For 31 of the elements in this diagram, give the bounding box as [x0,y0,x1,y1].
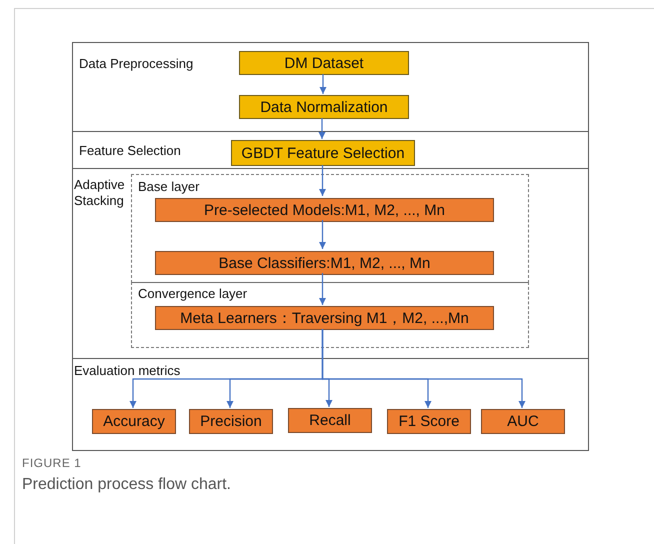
stage-heading: Feature Selection [79,143,181,159]
arrow [318,118,326,139]
arrow [319,74,327,94]
stage-heading: Evaluation metrics [74,363,180,379]
stage-panel [72,358,589,451]
layer-section [131,282,529,348]
process-box: F1 Score [387,409,471,434]
arrow [318,165,326,196]
figure-label: FIGURE 1 [22,456,82,470]
process-box: DM Dataset [239,51,409,75]
stage-heading: Data Preprocessing [79,56,194,72]
figure-caption: Prediction process flow chart. [22,476,231,494]
stage-heading: Adaptive Stacking [74,177,126,209]
process-box: Recall [288,408,372,433]
process-box: Meta Learners：Traversing M1，M2, ...,Mn [155,306,494,330]
layer-heading: Base layer [138,179,200,195]
layer-heading: Convergence layer [138,286,248,302]
stage-panel [72,168,589,359]
stage-panel [72,131,589,169]
process-box: Precision [189,409,273,434]
arrow [318,273,326,305]
stage-panel [72,42,589,132]
process-box: AUC [481,409,565,434]
process-box: GBDT Feature Selection [231,140,415,166]
arrow [322,329,526,408]
layer-section [131,174,529,283]
arrow [318,220,326,249]
process-box: Accuracy [92,409,176,434]
process-box: Pre-selected Models:M1, M2, ..., Mn [155,198,494,222]
process-box: Base Classifiers:M1, M2, ..., Mn [155,251,494,275]
process-box: Data Normalization [239,95,409,119]
